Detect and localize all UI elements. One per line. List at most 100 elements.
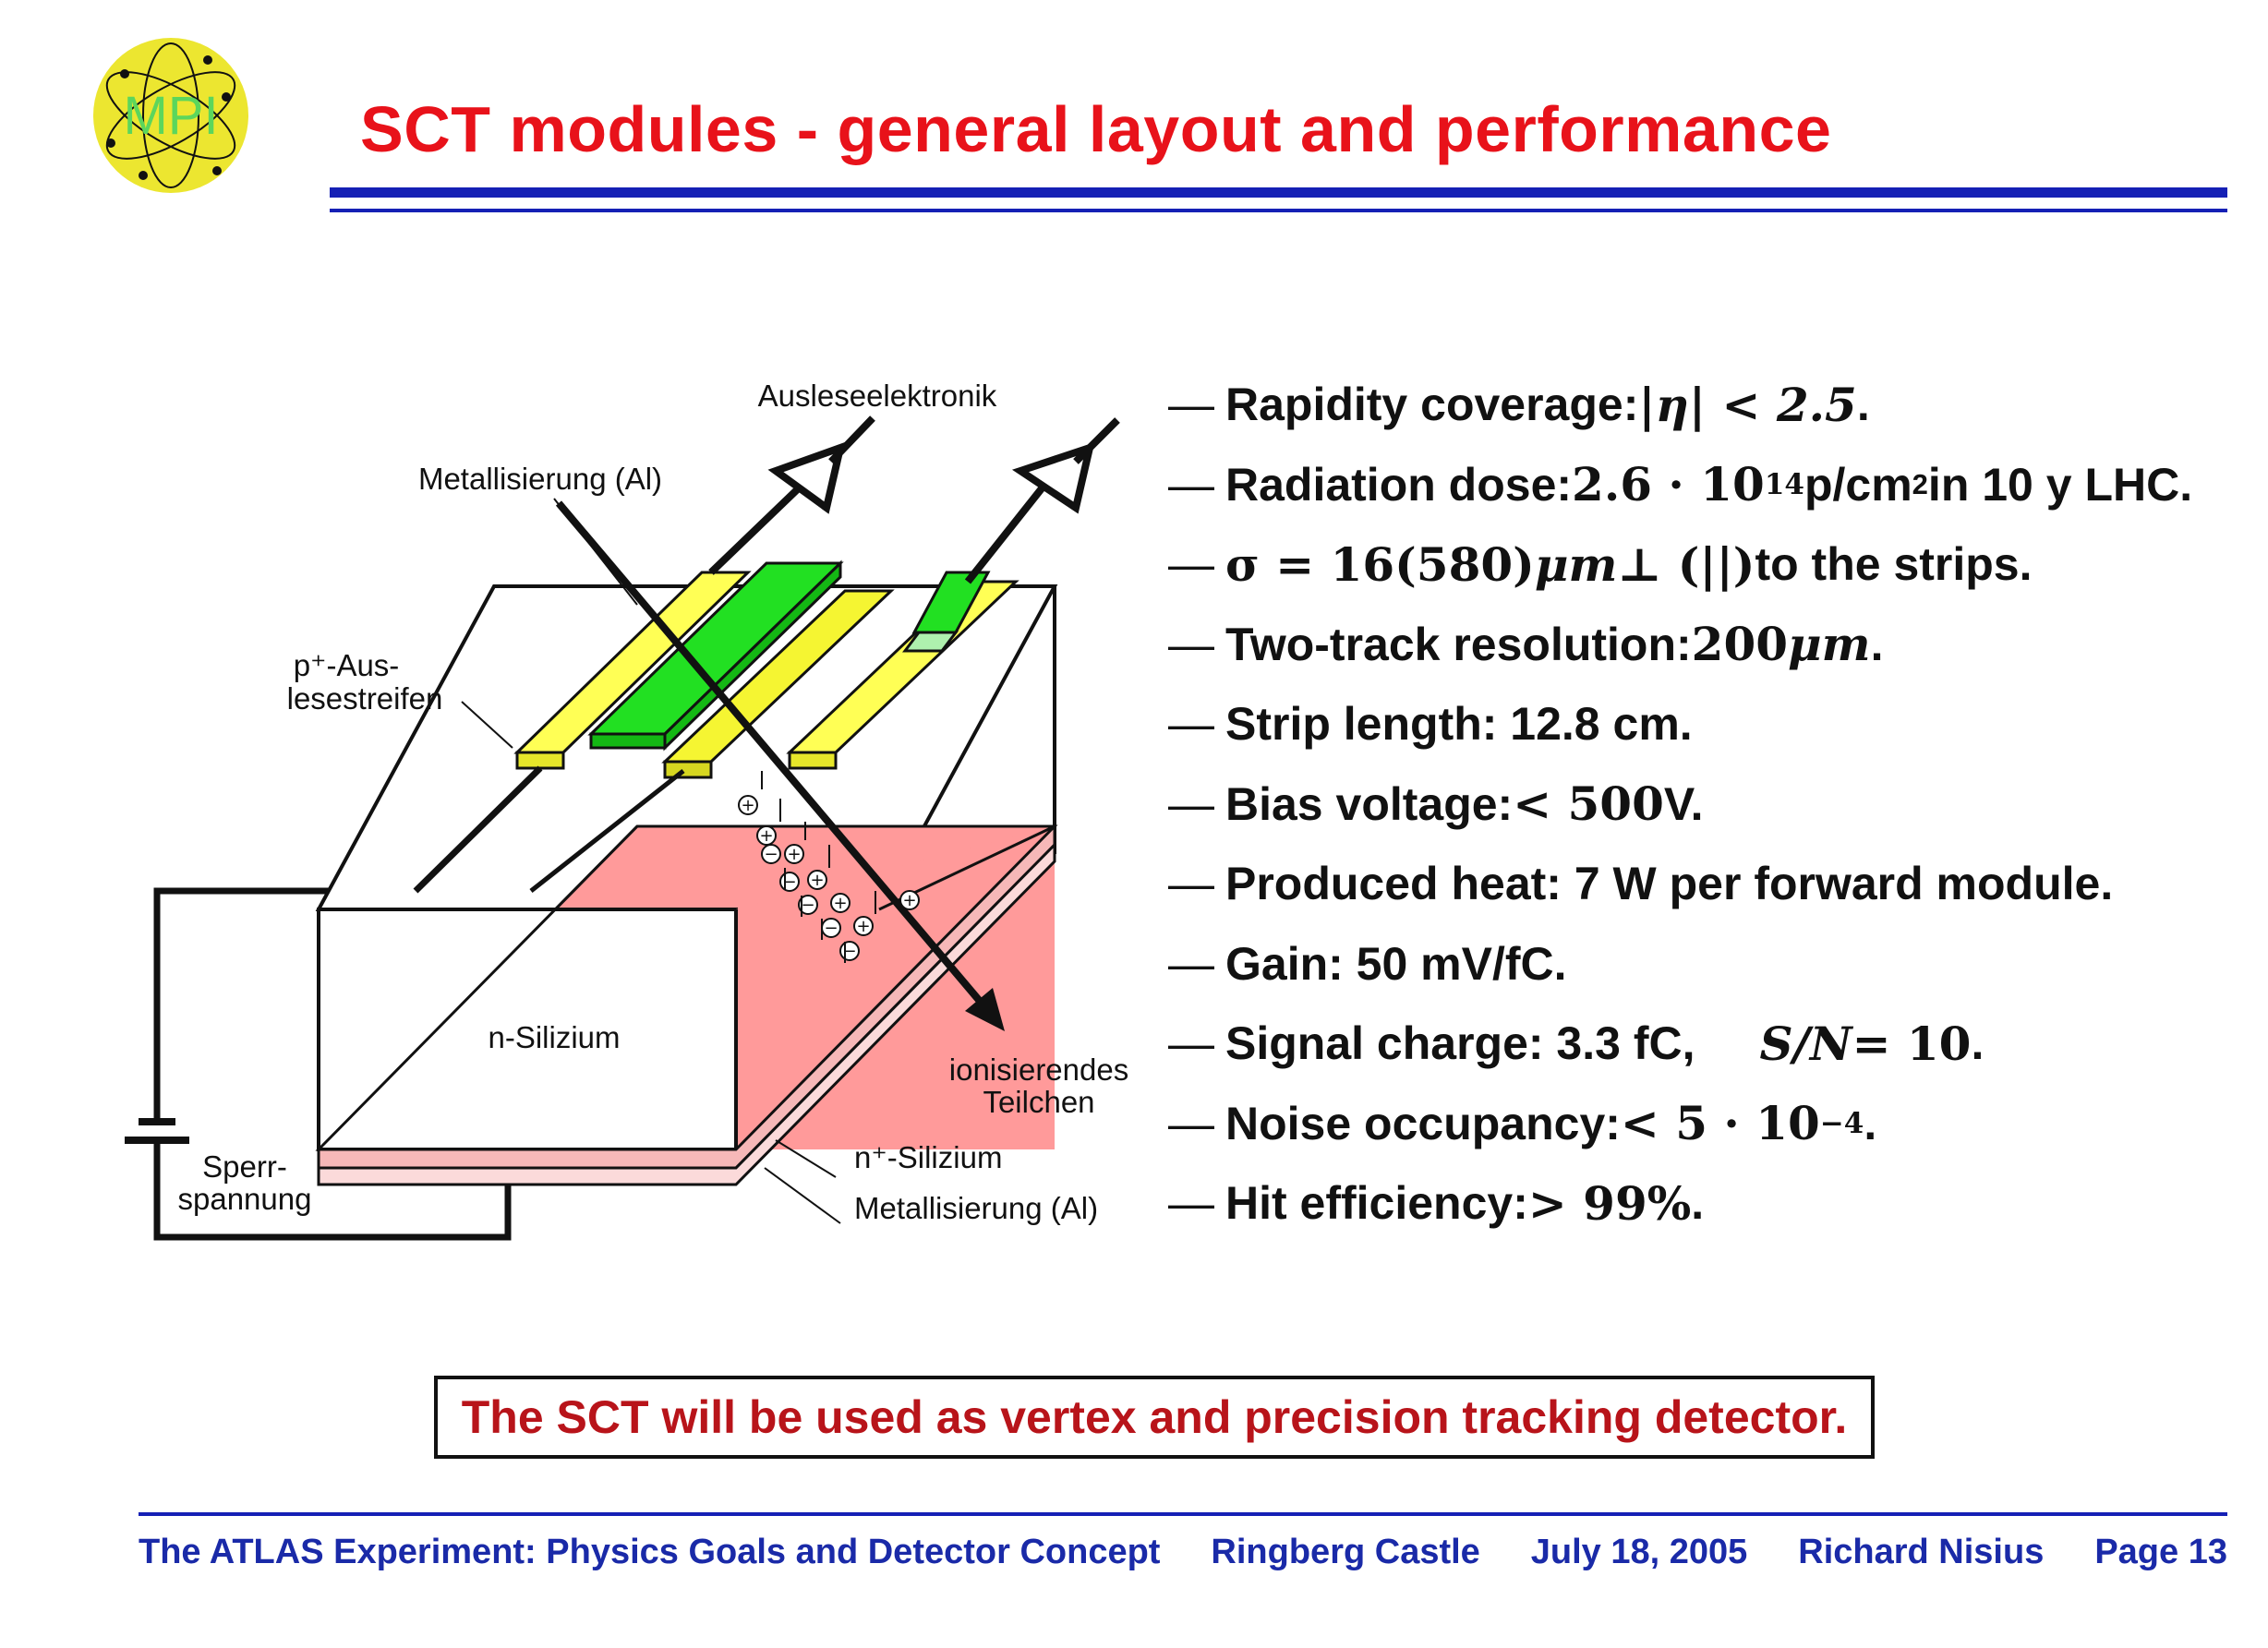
bullet-dash: — <box>1168 1097 1214 1149</box>
bullet-end: . <box>1691 1177 1705 1230</box>
footer-page-number: Page 13 <box>2094 1533 2227 1571</box>
svg-text:+: + <box>856 917 870 936</box>
bullet-exponent: 14 <box>1764 467 1804 501</box>
logo-text: MPI <box>123 86 218 146</box>
pointer-nplus <box>775 1139 837 1178</box>
bullet-text: Radiation dose: <box>1225 458 1573 511</box>
bullet-dash: — <box>1168 379 1214 431</box>
bullet-math: σ = 16(580) <box>1225 536 1535 592</box>
bullet-dash: — <box>1168 858 1214 910</box>
bullet-math: < 500 <box>1513 776 1664 832</box>
bullet-end: . <box>1856 379 1870 431</box>
slide-title: SCT modules - general layout and perform… <box>360 93 1832 165</box>
svg-text:+: + <box>741 796 754 815</box>
bullet-math: 200 <box>1691 617 1789 672</box>
bullet-dash: — <box>1168 1017 1214 1070</box>
svg-text:−: − <box>824 919 838 938</box>
bullet-math: S/N <box>1759 1016 1852 1071</box>
bullet-dash: — <box>1168 618 1214 670</box>
label-strips-2: lesestreifen <box>287 681 443 716</box>
bullet-text: Hit efficiency: <box>1225 1177 1528 1230</box>
list-item: — Signal charge: 3.3 fC, S/N = 10. <box>1168 1004 2249 1084</box>
title-rule-thick <box>330 187 2227 198</box>
pointer-strips <box>461 701 513 749</box>
bullet-text: Noise occupancy: <box>1225 1097 1621 1149</box>
label-readout: Ausleseelektronik <box>758 379 997 413</box>
back-metal-layer <box>317 841 1056 1186</box>
mpi-logo: MPI <box>93 38 248 193</box>
list-item: — Hit efficiency: > 99%. <box>1168 1163 2249 1244</box>
charge-carriers: +++ +++ −−− −−+ <box>738 771 920 963</box>
svg-text:+: + <box>787 845 801 864</box>
pointer-metal-top <box>553 498 638 606</box>
list-item: — Two-track resolution: 200 μm. <box>1168 605 2249 685</box>
bullet-text: Produced heat: 7 W per forward module. <box>1225 858 2114 910</box>
list-item: — Rapidity coverage: |η| < 2.5. <box>1168 365 2249 445</box>
label-particle-2: Teilchen <box>983 1085 1094 1119</box>
label-strips-1: p⁺-Aus- <box>294 648 400 682</box>
performance-list: — Rapidity coverage: |η| < 2.5. — Radiat… <box>1168 365 2249 1244</box>
label-nplus: n⁺-Silizium <box>854 1140 1002 1174</box>
bullet-end: in 10 y LHC. <box>1927 458 2193 511</box>
list-item: — Produced heat: 7 W per forward module. <box>1168 844 2249 924</box>
svg-text:+: + <box>833 894 847 913</box>
particle-track <box>555 500 992 1014</box>
bullet-end: V. <box>1663 777 1704 830</box>
bullet-unit: μm <box>1534 536 1618 592</box>
svg-text:−: − <box>842 942 856 961</box>
bullet-text: Signal charge: 3.3 fC, <box>1225 1017 1695 1070</box>
bullet-unit-exponent: 2 <box>1912 467 1928 500</box>
readout-wire-1 <box>413 765 543 894</box>
label-particle-1: ionisierendes <box>949 1053 1128 1087</box>
bullet-end: . <box>1864 1097 1877 1149</box>
bullet-text: Strip length: 12.8 cm. <box>1225 698 1693 751</box>
svg-text:−: − <box>801 896 814 915</box>
list-item: — Noise occupancy: < 5 · 10−4. <box>1168 1084 2249 1164</box>
svg-text:+: + <box>759 826 773 846</box>
particle-arrowhead <box>965 988 1005 1031</box>
bullet-text: Rapidity coverage: <box>1225 379 1639 431</box>
bullet-math: < 5 · 10 <box>1620 1096 1820 1151</box>
footer-rule <box>139 1512 2227 1516</box>
bullet-dash: — <box>1168 777 1214 830</box>
bullet-math: ⊥ (||) <box>1617 536 1755 592</box>
bulk-front-diagonal <box>317 824 639 1151</box>
list-item: — Bias voltage: < 500 V. <box>1168 764 2249 845</box>
label-bulk: n-Silizium <box>488 1020 620 1054</box>
svg-text:+: + <box>810 871 824 890</box>
sct-detector-diagram: +++ +++ −−− −−+ Ausleseelektronik Metall… <box>125 379 1128 1241</box>
strip-3-green <box>786 571 1019 770</box>
svg-text:−: − <box>782 872 796 892</box>
bullet-dash: — <box>1168 458 1214 511</box>
footer-venue: Ringberg Castle <box>1211 1533 1480 1571</box>
bullet-dash: — <box>1168 698 1214 751</box>
bullet-math: |η| < 2.5 <box>1638 377 1857 432</box>
bullet-end: to the strips. <box>1755 538 2033 591</box>
bullet-text: Two-track resolution: <box>1225 618 1692 670</box>
bias-wire-bottom <box>153 1140 512 1241</box>
strip-1-green <box>513 559 844 770</box>
bullet-dash: — <box>1168 937 1214 990</box>
bullet-exponent: −4 <box>1819 1106 1864 1140</box>
label-metal-bottom: Metallisierung (Al) <box>854 1191 1098 1225</box>
bullet-math: 2.6 · 10 <box>1572 457 1765 512</box>
label-bias-2: spannung <box>178 1182 312 1216</box>
bullet-math: = 10 <box>1852 1016 1972 1071</box>
bullet-end: . <box>1971 1017 1984 1070</box>
footer: The ATLAS Experiment: Physics Goals and … <box>139 1533 2227 1572</box>
bullet-text: Gain: 50 mV/fC. <box>1225 937 1567 990</box>
footer-author: Richard Nisius <box>1798 1533 2045 1571</box>
footer-talk-title: The ATLAS Experiment: Physics Goals and … <box>139 1533 1161 1571</box>
list-item: — σ = 16(580) μm ⊥ (||) to the strips. <box>1168 524 2249 605</box>
list-item: — Strip length: 12.8 cm. <box>1168 684 2249 764</box>
pointer-metal-bottom <box>764 1167 841 1224</box>
bullet-math: > 99% <box>1527 1175 1692 1231</box>
amplifier-2 <box>964 417 1120 584</box>
amplifier-1 <box>708 415 875 575</box>
bullet-dash: — <box>1168 538 1214 591</box>
list-item: — Gain: 50 mV/fC. <box>1168 924 2249 1004</box>
bullet-unit: p/cm <box>1804 458 1912 511</box>
svg-text:+: + <box>902 891 916 910</box>
bullet-unit: μm <box>1788 617 1871 672</box>
